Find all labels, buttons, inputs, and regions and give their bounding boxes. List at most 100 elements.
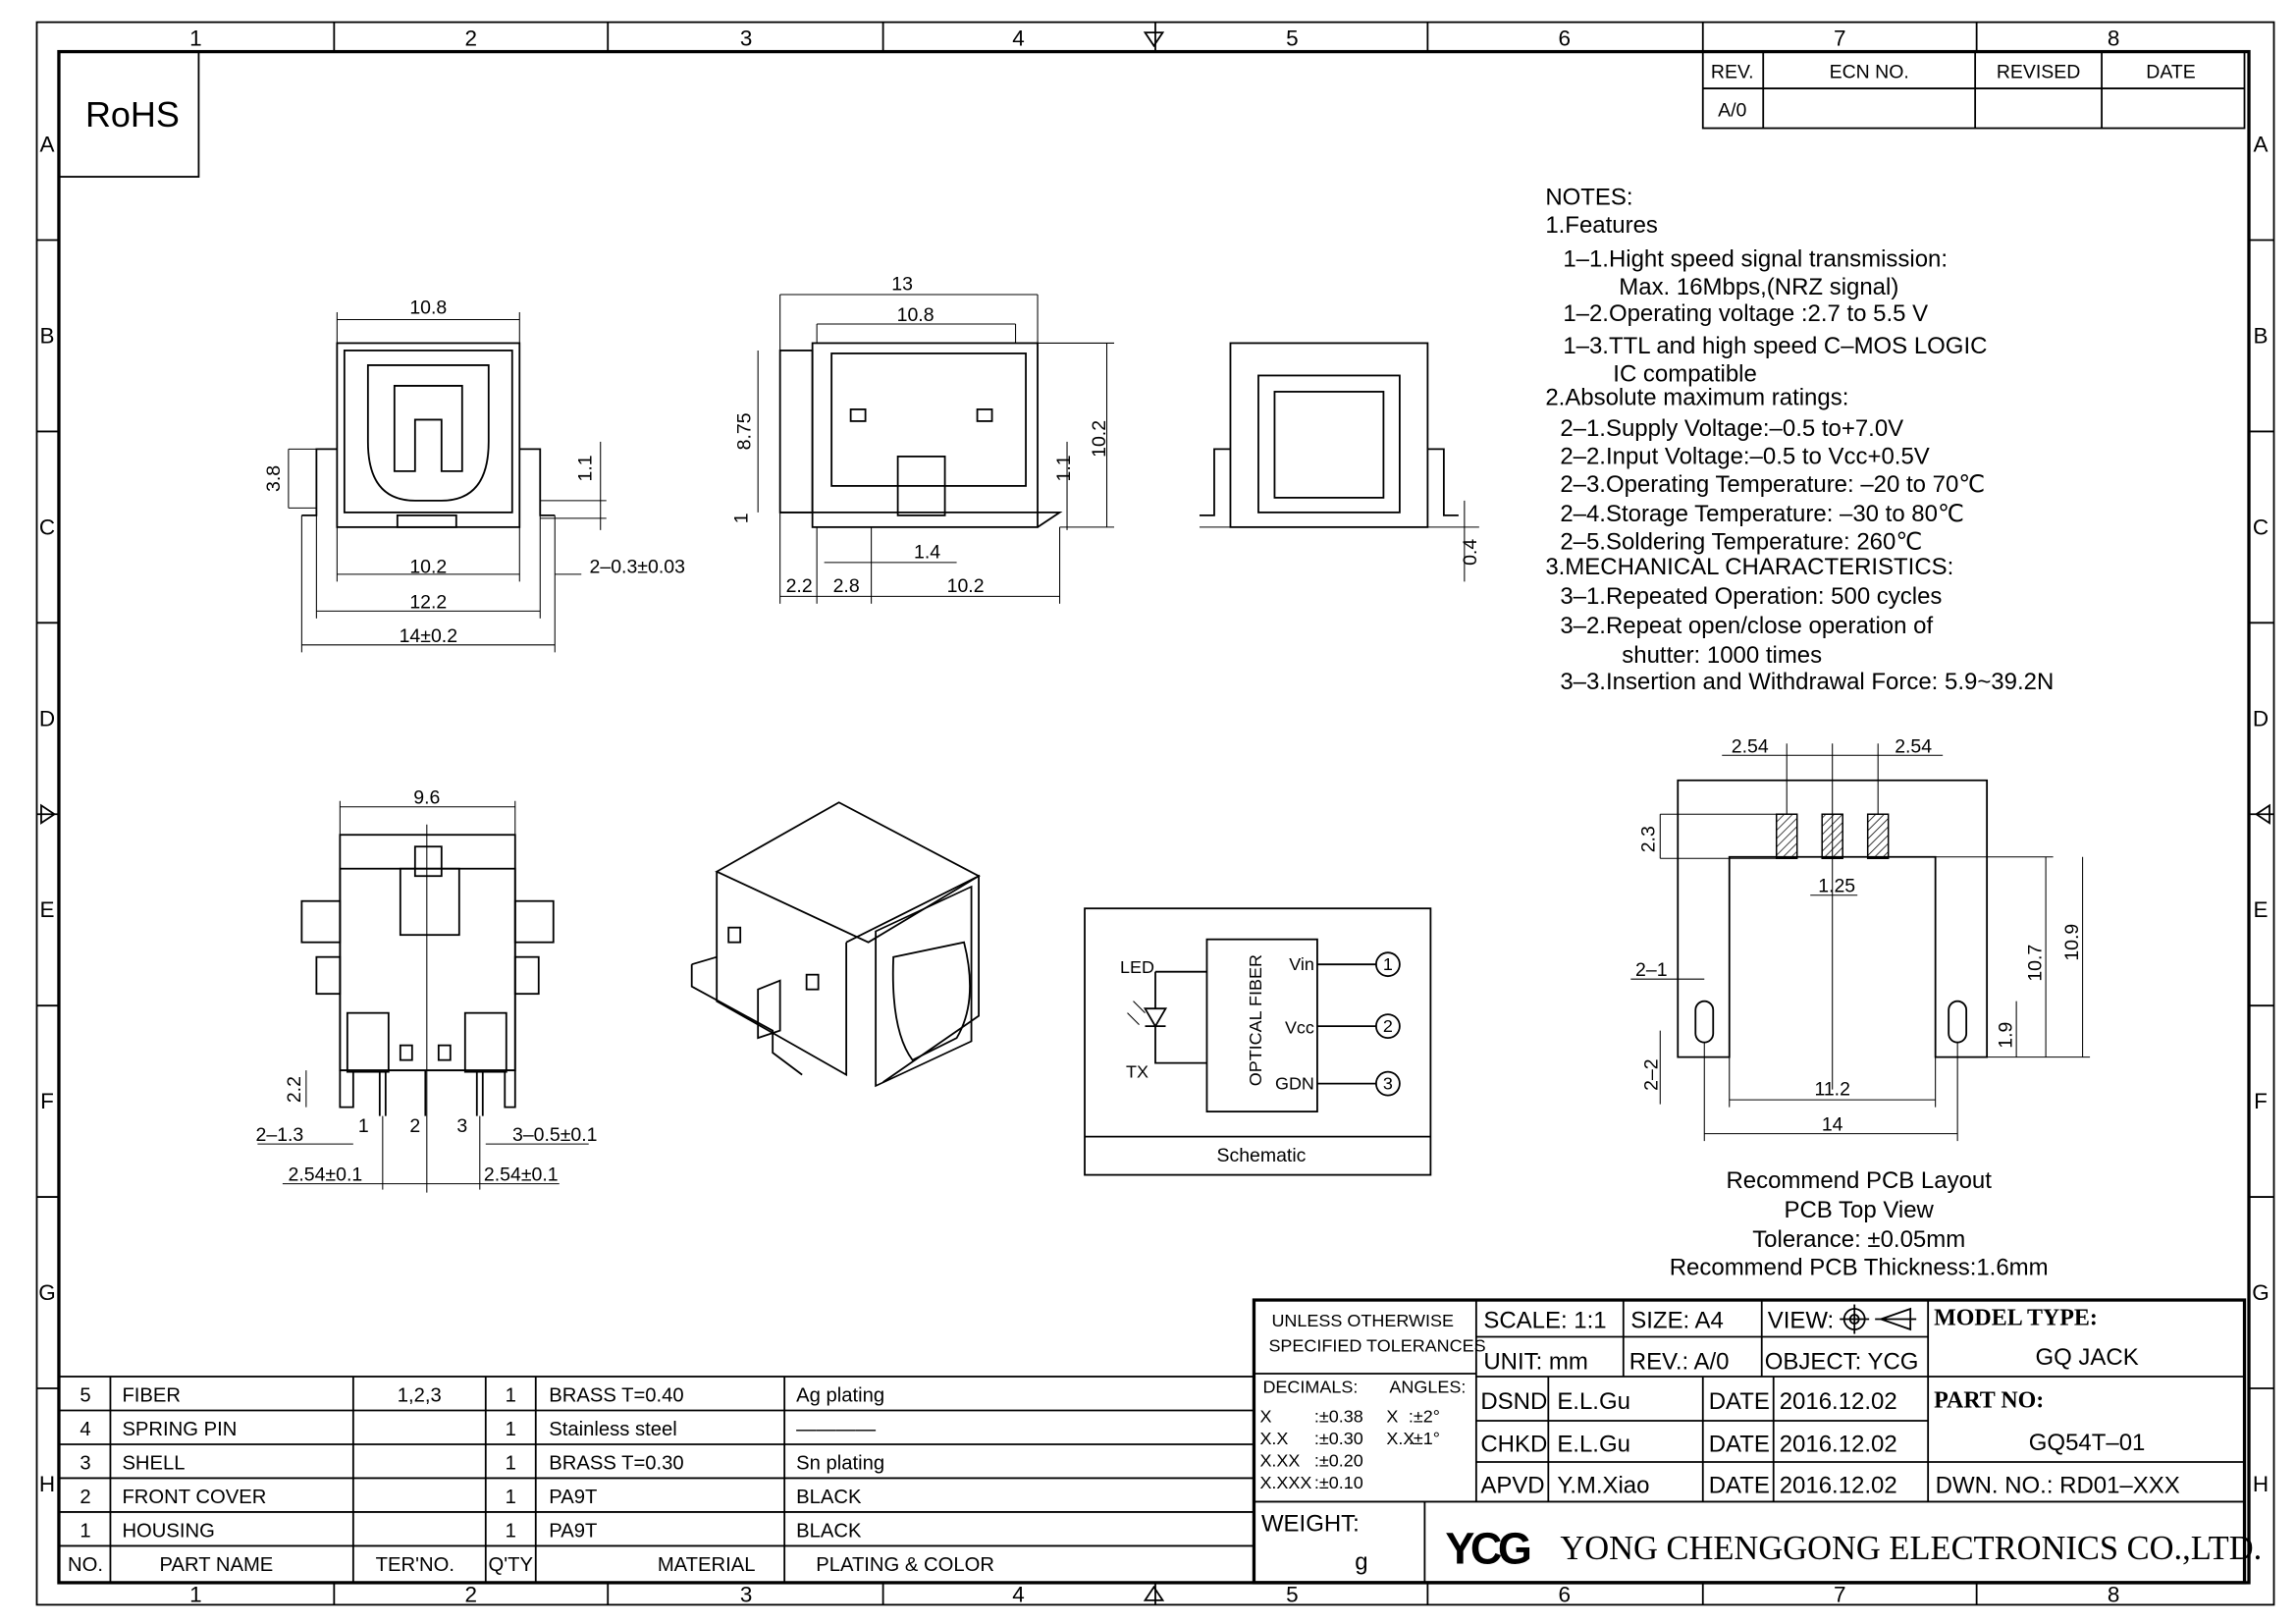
- drawing-text: BLACK: [796, 1520, 862, 1542]
- drawing-text: IC compatible: [1613, 360, 1757, 387]
- col-label: 3: [740, 27, 753, 51]
- drawing-text: 1.1: [1053, 455, 1075, 481]
- bottom-view: 9.6 2.2 2–1.3 1 2 3 3–0.5±0.1 2.54±0.1 2…: [255, 787, 598, 1193]
- col-label: 7: [1834, 27, 1846, 51]
- drawing-text: 2.54±0.1: [484, 1164, 559, 1186]
- drawing-text: 1: [506, 1520, 516, 1542]
- drawing-text: HOUSING: [122, 1520, 214, 1542]
- size-value: SIZE: A4: [1630, 1308, 1724, 1334]
- parts-row: 3 SHELL 1 BRASS T=0.30 Sn plating: [80, 1452, 884, 1474]
- parts-row: 1 HOUSING 1 PA9T BLACK: [80, 1520, 862, 1542]
- schematic-title: Schematic: [1216, 1145, 1306, 1166]
- drawing-text: 2–2: [1640, 1058, 1662, 1091]
- drawing-number: DWN. NO.: RD01–XXX: [1936, 1472, 2180, 1498]
- drawing-text: X.XXX: [1259, 1473, 1311, 1492]
- row-label: F: [2254, 1089, 2268, 1113]
- drawing-text: MATERIAL: [658, 1554, 756, 1576]
- company-logo: YCG: [1445, 1523, 1529, 1573]
- drawing-text: 9.6: [413, 787, 440, 809]
- drawing-text: shutter: 1000 times: [1622, 642, 1822, 669]
- drawing-text: 1: [506, 1419, 516, 1440]
- drawing-text: 1–2.Operating voltage :2.7 to 5.5 V: [1563, 300, 1928, 327]
- drawing-text: 10.8: [409, 297, 447, 318]
- rev-value: REV.: A/0: [1629, 1349, 1730, 1376]
- drawing-text: BRASS T=0.40: [549, 1384, 683, 1406]
- drawing-text: 0.4: [1460, 539, 1481, 566]
- col-label: 5: [1286, 27, 1299, 51]
- pcb-caption: Tolerance: ±0.05mm: [1752, 1226, 1965, 1253]
- drawing-text: 14±0.2: [400, 625, 457, 647]
- drawing-text: 10.2: [409, 556, 447, 577]
- drawing-text: 10.2: [947, 575, 985, 597]
- drawing-text: 10.8: [897, 304, 934, 326]
- led-label: LED: [1120, 957, 1154, 977]
- company-name: YONG CHENGGONG ELECTRONICS CO.,LTD.: [1560, 1530, 2262, 1567]
- pin-number: 3: [1383, 1074, 1393, 1094]
- drawing-text: 1: [506, 1487, 516, 1508]
- drawing-text: 3.MECHANICAL CHARACTERISTICS:: [1545, 554, 1953, 580]
- drawing-text: :±0.38: [1314, 1406, 1363, 1426]
- drawing-text: 3: [456, 1115, 467, 1137]
- signoff-row: APVD Y.M.Xiao DATE 2016.12.02: [1480, 1472, 1896, 1498]
- drawing-text: PA9T: [549, 1520, 597, 1542]
- drawing-text: :±0.30: [1314, 1429, 1363, 1448]
- isometric-view: [690, 801, 981, 1088]
- row-label: E: [2254, 897, 2269, 922]
- revised-header: REVISED: [1997, 62, 2081, 83]
- part-no-value: GQ54T–01: [2029, 1430, 2146, 1456]
- ecn-header: ECN NO.: [1830, 62, 1909, 83]
- drawing-text: 10.2: [1089, 420, 1110, 458]
- drawing-text: E.L.Gu: [1557, 1431, 1630, 1457]
- drawing-text: CHKD: [1480, 1431, 1547, 1457]
- pcb-layout: 2.54 2.54 2.3 1.25 10.7 10.9 2–1 2–2 1.9…: [1630, 735, 2091, 1281]
- drawing-text: 2–1.3: [255, 1124, 303, 1146]
- drawing-text: NO.: [68, 1554, 103, 1576]
- drawing-text: :±0.10: [1314, 1473, 1363, 1492]
- drawing-text: 2–1.Supply Voltage:–0.5 to+7.0V: [1560, 415, 1903, 442]
- row-label: C: [39, 514, 55, 539]
- drawing-text: 1.4: [914, 541, 940, 563]
- revision-table: REV. ECN NO. REVISED DATE A/0: [1701, 50, 2246, 130]
- drawing-text: 2.8: [833, 575, 860, 597]
- col-label: 2: [465, 1582, 478, 1606]
- col-label: 6: [1559, 1582, 1572, 1606]
- pcb-caption: PCB Top View: [1785, 1197, 1935, 1223]
- drawing-text: DSND: [1480, 1388, 1547, 1415]
- drawing-text: 2–1: [1635, 959, 1668, 981]
- drawing-text: 3–2.Repeat open/close operation of: [1560, 613, 1933, 639]
- rev-header: REV.: [1711, 62, 1754, 83]
- rev-value: A/0: [1718, 100, 1746, 122]
- row-label: B: [39, 323, 54, 348]
- drawing-text: 2016.12.02: [1780, 1472, 1897, 1498]
- drawing-text: 2.Absolute maximum ratings:: [1545, 384, 1848, 410]
- row-label: F: [40, 1089, 54, 1113]
- parts-row: 5 FIBER 1,2,3 1 BRASS T=0.40 Ag plating: [80, 1384, 884, 1406]
- drawing-text: DATE: [1709, 1431, 1770, 1457]
- drawing-text: 2.54: [1895, 735, 1932, 757]
- row-label: D: [2253, 706, 2269, 731]
- schematic: Schematic OPTICAL FIBER LED TX Vin Vcc G…: [1084, 907, 1432, 1176]
- drawing-text: X.X: [1386, 1429, 1415, 1448]
- unit-value: UNIT: mm: [1483, 1349, 1588, 1376]
- col-label: 3: [740, 1582, 753, 1606]
- row-label: D: [39, 706, 55, 731]
- pcb-caption: Recommend PCB Thickness:1.6mm: [1670, 1255, 2049, 1281]
- part-no-label: PART NO:: [1934, 1387, 2044, 1413]
- drawing-text: X.X: [1259, 1429, 1288, 1448]
- drawing-text: 10.9: [2061, 924, 2083, 961]
- drawing-text: E.L.Gu: [1557, 1388, 1630, 1415]
- drawing-text: Stainless steel: [549, 1419, 676, 1440]
- drawing-text: 1–3.TTL and high speed C–MOS LOGIC: [1563, 333, 1987, 359]
- drawing-text: FIBER: [122, 1384, 181, 1406]
- drawing-text: 2.3: [1637, 826, 1659, 852]
- pin-label-vin: Vin: [1289, 954, 1314, 974]
- drawing-text: NOTES:: [1545, 185, 1632, 211]
- row-label: C: [2253, 514, 2269, 539]
- parts-row: 2 FRONT COVER 1 PA9T BLACK: [80, 1487, 862, 1508]
- drawing-text: :±2°: [1409, 1406, 1440, 1426]
- drawing-text: 1.Features: [1545, 212, 1658, 239]
- signoff-row: DSND E.L.Gu DATE 2016.12.02: [1480, 1388, 1896, 1415]
- tx-label: TX: [1126, 1062, 1148, 1082]
- drawing-text: Ag plating: [796, 1384, 884, 1406]
- col-label: 5: [1286, 1582, 1299, 1606]
